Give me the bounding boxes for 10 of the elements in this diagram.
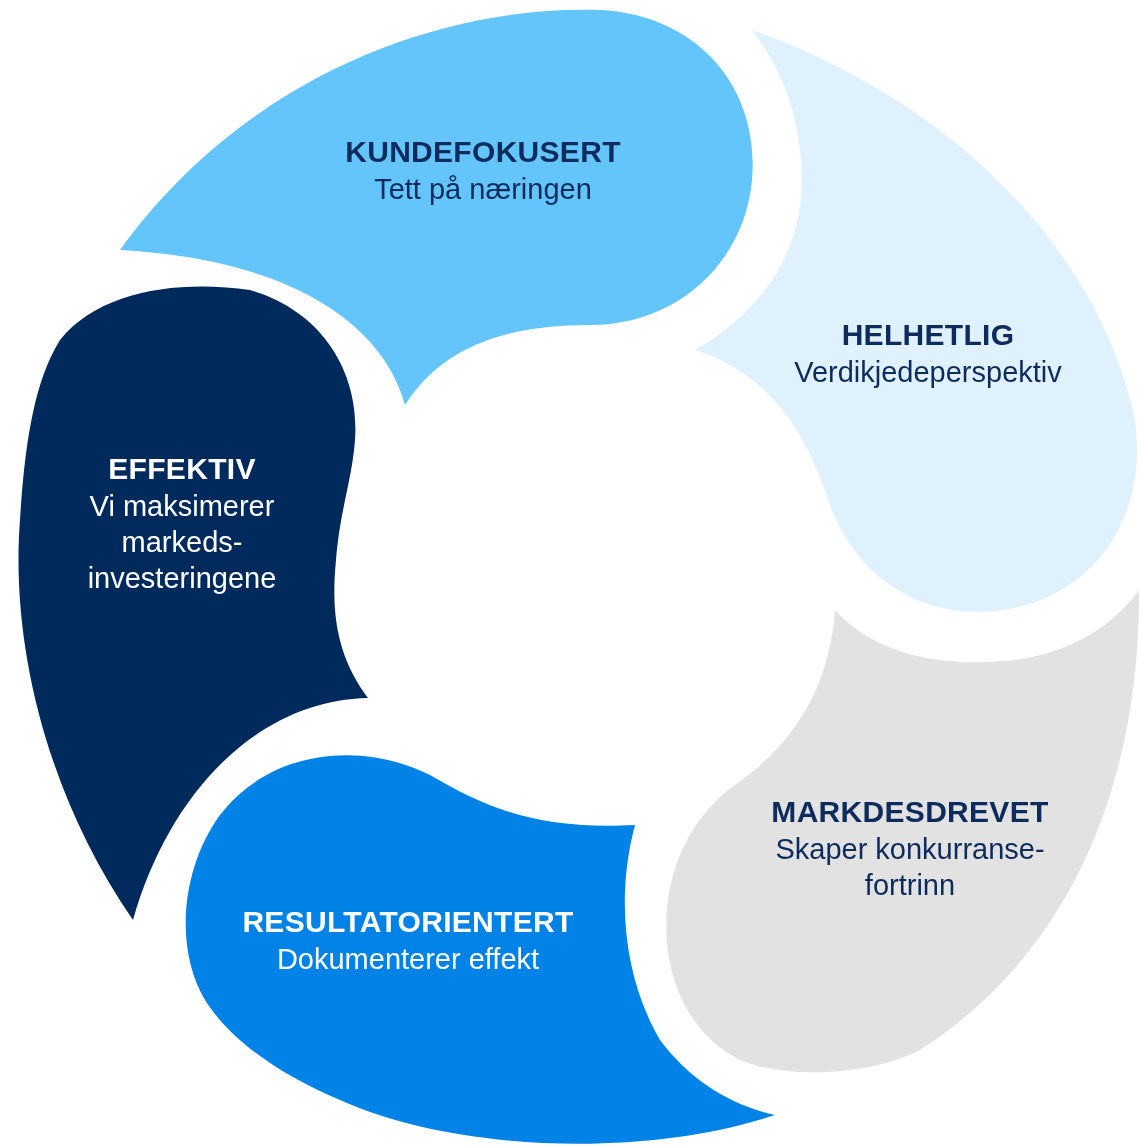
segment-heading: KUNDEFOKUSERT [344, 134, 622, 170]
segment-description: Verdikjedeperspektiv [793, 354, 1063, 390]
segment-description: Tett på næringen [373, 171, 593, 207]
segment-heading: MARKDESDREVET [770, 794, 1050, 830]
segment-heading: RESULTATORIENTERT [241, 904, 575, 940]
segment-heading: EFFEKTIV [107, 451, 257, 487]
segment-heading: HELHETLIG [840, 317, 1016, 353]
segment-description: Vi maksimerer markeds- investeringene [86, 488, 278, 596]
segment-description: Dokumenterer effekt [275, 941, 541, 977]
segment-description: Skaper konkurranse- fortrinn [774, 831, 1046, 903]
